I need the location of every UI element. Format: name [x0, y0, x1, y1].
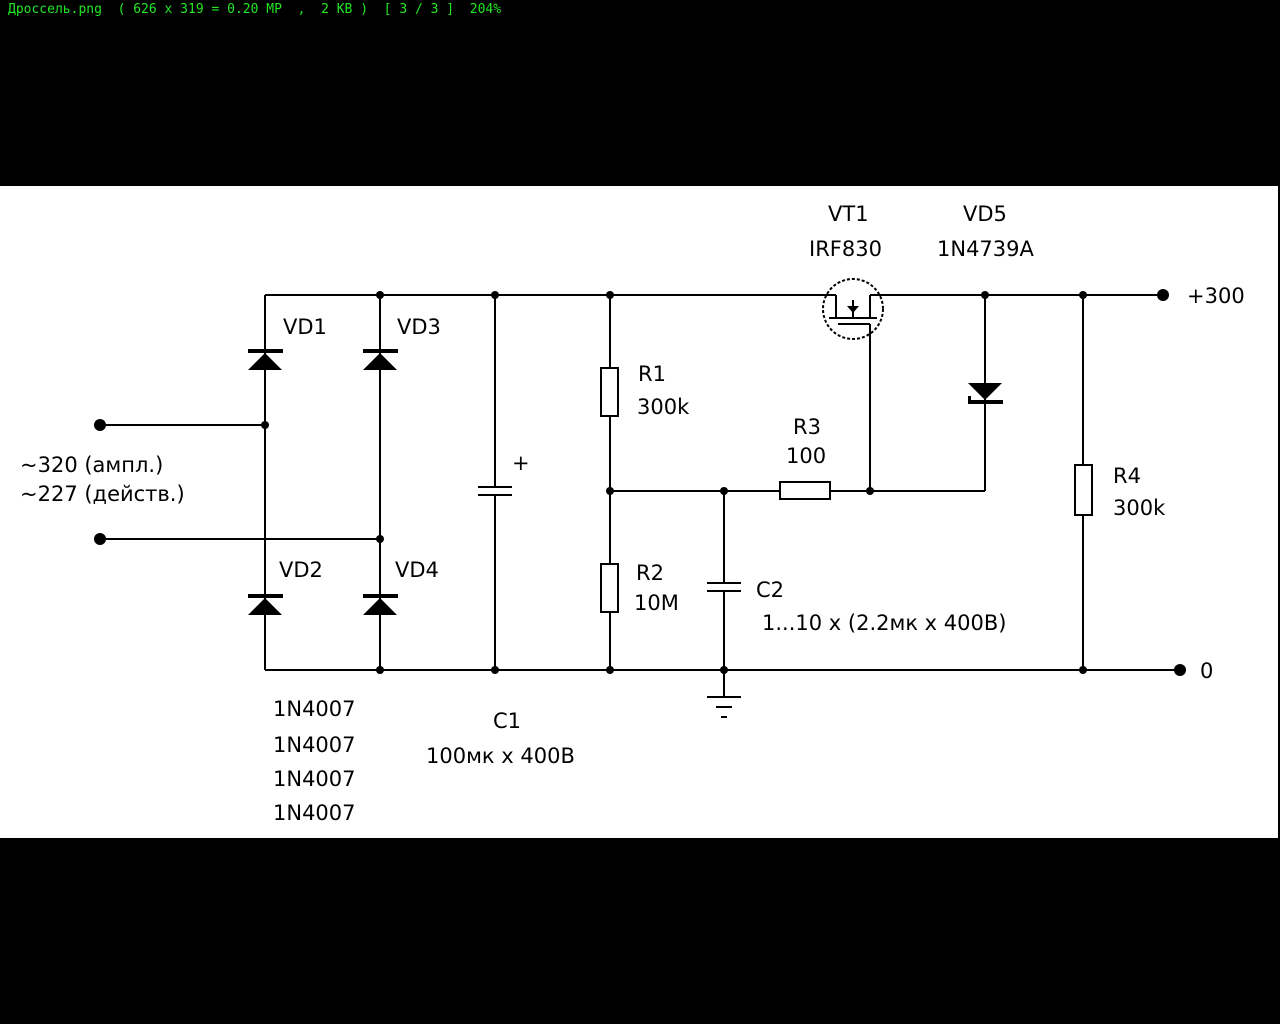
- label-vd3: VD3: [397, 315, 441, 339]
- viewer-status-bar: Дроссель.png ( 626 x 319 = 0.20 MP , 2 K…: [8, 2, 502, 17]
- label-vd1: VD1: [283, 315, 327, 339]
- resistor-r4-body: [1074, 464, 1093, 516]
- diode-vd1-symbol: [248, 349, 283, 370]
- mosfet-vt1-symbol: [820, 278, 886, 491]
- label-r3-value: 100: [786, 444, 826, 468]
- label-r1-value: 300k: [637, 395, 690, 419]
- label-diode-part-2: 1N4007: [273, 733, 356, 757]
- terminal-ac-1: [94, 419, 106, 431]
- resistor-r1-body: [600, 367, 619, 417]
- diode-vd3-symbol: [363, 349, 398, 370]
- label-c1-value: 100мк x 400В: [426, 744, 575, 768]
- resistor-r2-body: [600, 563, 619, 613]
- label-input-amplitude: ~320 (ампл.): [20, 453, 163, 477]
- label-vt1-part: IRF830: [809, 237, 882, 261]
- zener-vd5-symbol: [968, 383, 1003, 404]
- terminal-zero: [1174, 664, 1186, 676]
- image-canvas: VD1 VD3 VD2 VD4 ~320 (ампл.) ~227 (дейст…: [0, 186, 1278, 838]
- label-r4-ref: R4: [1113, 464, 1141, 488]
- label-c1-polarity: +: [512, 451, 530, 475]
- label-r2-ref: R2: [636, 561, 664, 585]
- label-vt1-ref: VT1: [828, 202, 869, 226]
- diode-vd4-symbol: [363, 594, 398, 615]
- label-c2-value: 1...10 x (2.2мк x 400В): [762, 611, 1006, 635]
- label-out-plus-300: +300: [1187, 284, 1245, 308]
- label-vd4: VD4: [395, 558, 439, 582]
- label-diode-part-4: 1N4007: [273, 801, 356, 825]
- label-vd5-ref: VD5: [963, 202, 1007, 226]
- junction-dots: [261, 291, 1087, 674]
- terminal-plus-300: [1157, 289, 1169, 301]
- label-r4-value: 300k: [1113, 496, 1166, 520]
- label-r3-ref: R3: [793, 415, 821, 439]
- label-out-zero: 0: [1200, 659, 1213, 683]
- label-vd5-part: 1N4739A: [937, 237, 1035, 261]
- resistor-r3-body: [779, 481, 831, 500]
- label-r1-ref: R1: [638, 362, 666, 386]
- label-r2-value: 10M: [634, 591, 679, 615]
- label-c1-ref: C1: [493, 709, 521, 733]
- circuit-schematic: VD1 VD3 VD2 VD4 ~320 (ампл.) ~227 (дейст…: [20, 202, 1245, 825]
- diode-vd2-symbol: [248, 594, 283, 615]
- terminal-ac-2: [94, 533, 106, 545]
- label-input-rms: ~227 (действ.): [20, 482, 185, 506]
- label-diode-part-3: 1N4007: [273, 767, 356, 791]
- label-vd2: VD2: [279, 558, 323, 582]
- label-diode-part-1: 1N4007: [273, 697, 356, 721]
- label-c2-ref: C2: [756, 578, 784, 602]
- ground-icon: [707, 696, 741, 718]
